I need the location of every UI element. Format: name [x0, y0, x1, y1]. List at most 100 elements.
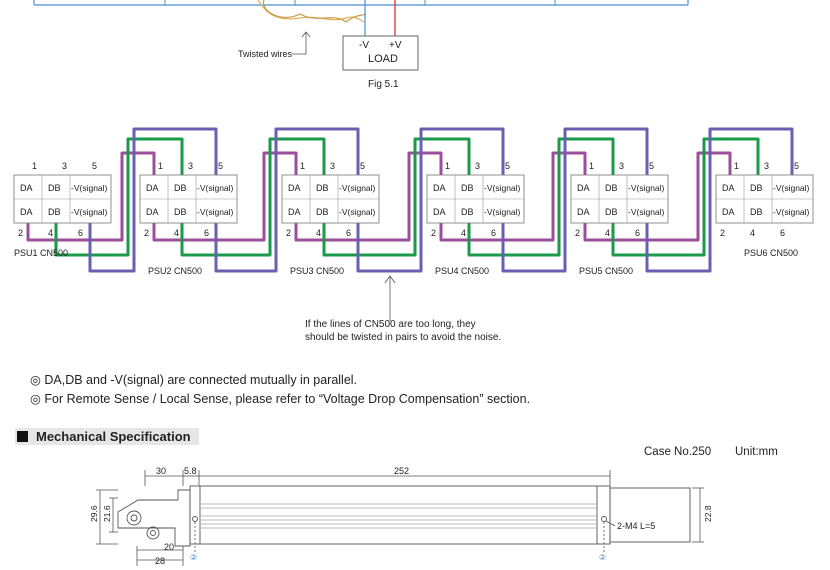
pin-number: 6	[635, 228, 640, 238]
pin-number: 1	[589, 161, 594, 171]
cell-da: DA	[577, 207, 590, 217]
dim-22-8: 22.8	[703, 505, 713, 522]
psu-label: PSU4 CN500	[435, 266, 489, 276]
twisted-wires	[257, 0, 367, 23]
wire-db	[611, 137, 760, 257]
psu-label: PSU5 CN500	[579, 266, 633, 276]
cell-db: DB	[461, 207, 474, 217]
cell-v: -V(signal)	[484, 183, 521, 193]
cell-da: DA	[433, 207, 446, 217]
load-label: LOAD	[368, 53, 398, 65]
psu-label: PSU1 CN500	[14, 248, 68, 258]
screw-note: 2-M4 L=5	[617, 521, 655, 531]
pin-number: 2	[18, 228, 23, 238]
marker-right: ②	[599, 553, 606, 562]
cell-da: DA	[722, 207, 735, 217]
dim-30: 30	[156, 466, 166, 476]
pin-number: 5	[505, 161, 510, 171]
pin-number: 5	[794, 161, 799, 171]
pin-number: 2	[144, 228, 149, 238]
pin-number: 5	[218, 161, 223, 171]
load-neg-label: -V	[359, 40, 369, 51]
cell-db: DB	[48, 207, 61, 217]
cell-da: DA	[722, 183, 735, 193]
cell-db: DB	[174, 183, 187, 193]
pin-number: 1	[158, 161, 163, 171]
dim-21-6: 21.6	[102, 505, 112, 522]
cell-db: DB	[461, 183, 474, 193]
cell-db: DB	[605, 183, 618, 193]
cell-v: -V(signal)	[71, 183, 108, 193]
dim-5-8: 5.8	[184, 466, 197, 476]
cell-da: DA	[577, 183, 590, 193]
wire-v	[645, 127, 794, 273]
dim-29-6: 29.6	[89, 505, 99, 522]
cell-da: DA	[288, 183, 301, 193]
wire-v	[501, 127, 649, 273]
wire-da	[152, 151, 298, 242]
cell-db: DB	[316, 207, 329, 217]
wire-db	[467, 137, 615, 257]
cell-da: DA	[288, 207, 301, 217]
pin-number: 6	[491, 228, 496, 238]
pin-number: 6	[78, 228, 83, 238]
pin-number: 4	[461, 228, 466, 238]
wire-da	[439, 151, 587, 242]
note-remote-sense: ◎ For Remote Sense / Local Sense, please…	[30, 392, 531, 406]
pin-number: 1	[32, 161, 37, 171]
pin-number: 3	[475, 161, 480, 171]
pin-number: 4	[48, 228, 53, 238]
cell-v: -V(signal)	[628, 183, 665, 193]
cell-db: DB	[316, 183, 329, 193]
cell-v: -V(signal)	[773, 183, 810, 193]
wire-db	[180, 137, 326, 257]
fig51-diagram: -V +V LOAD Twisted wires Fig 5.1	[33, 0, 689, 90]
pin-number: 1	[734, 161, 739, 171]
section-square-icon	[17, 431, 28, 442]
cell-da: DA	[20, 207, 33, 217]
pin-number: 4	[174, 228, 179, 238]
section-title: Mechanical Specification	[36, 429, 191, 444]
pin-number: 1	[445, 161, 450, 171]
psu-label: PSU2 CN500	[148, 266, 202, 276]
top-bus-lines	[33, 0, 689, 6]
note-parallel: ◎ DA,DB and -V(signal) are connected mut…	[30, 373, 358, 387]
pin-number: 2	[720, 228, 725, 238]
wire-v	[214, 127, 360, 273]
section-header: Mechanical Specification	[15, 428, 199, 445]
noise-arrow	[384, 275, 396, 321]
pin-number: 5	[649, 161, 654, 171]
dim-252: 252	[394, 466, 409, 476]
pin-number: 3	[619, 161, 624, 171]
dim-28: 28	[155, 556, 165, 566]
psu-label: PSU3 CN500	[290, 266, 344, 276]
fig-label: Fig 5.1	[368, 79, 399, 90]
pin-number: 1	[300, 161, 305, 171]
cell-v: -V(signal)	[773, 207, 810, 217]
wire-db	[54, 137, 184, 257]
cell-v: -V(signal)	[197, 183, 234, 193]
cell-v: -V(signal)	[339, 207, 376, 217]
cell-da: DA	[146, 207, 159, 217]
wire-v	[356, 127, 505, 273]
cell-db: DB	[48, 183, 61, 193]
unit-label: Unit:mm	[735, 446, 778, 458]
wire-da	[26, 151, 156, 242]
case-number: Case No.250	[644, 446, 712, 458]
load-pos-label: +V	[389, 40, 402, 51]
pin-number: 3	[62, 161, 67, 171]
cell-v: -V(signal)	[197, 207, 234, 217]
pin-number: 3	[188, 161, 193, 171]
cell-da: DA	[433, 183, 446, 193]
pin-number: 4	[605, 228, 610, 238]
case-body	[117, 485, 691, 547]
pin-number: 6	[346, 228, 351, 238]
wire-da	[583, 151, 732, 242]
pin-number: 5	[360, 161, 365, 171]
twisted-wires-label: Twisted wires	[238, 49, 293, 59]
pin-number: 5	[92, 161, 97, 171]
cell-db: DB	[605, 207, 618, 217]
noise-note: If the lines of CN500 are too long, they…	[305, 319, 502, 343]
cell-da: DA	[146, 183, 159, 193]
pin-number: 4	[750, 228, 755, 238]
